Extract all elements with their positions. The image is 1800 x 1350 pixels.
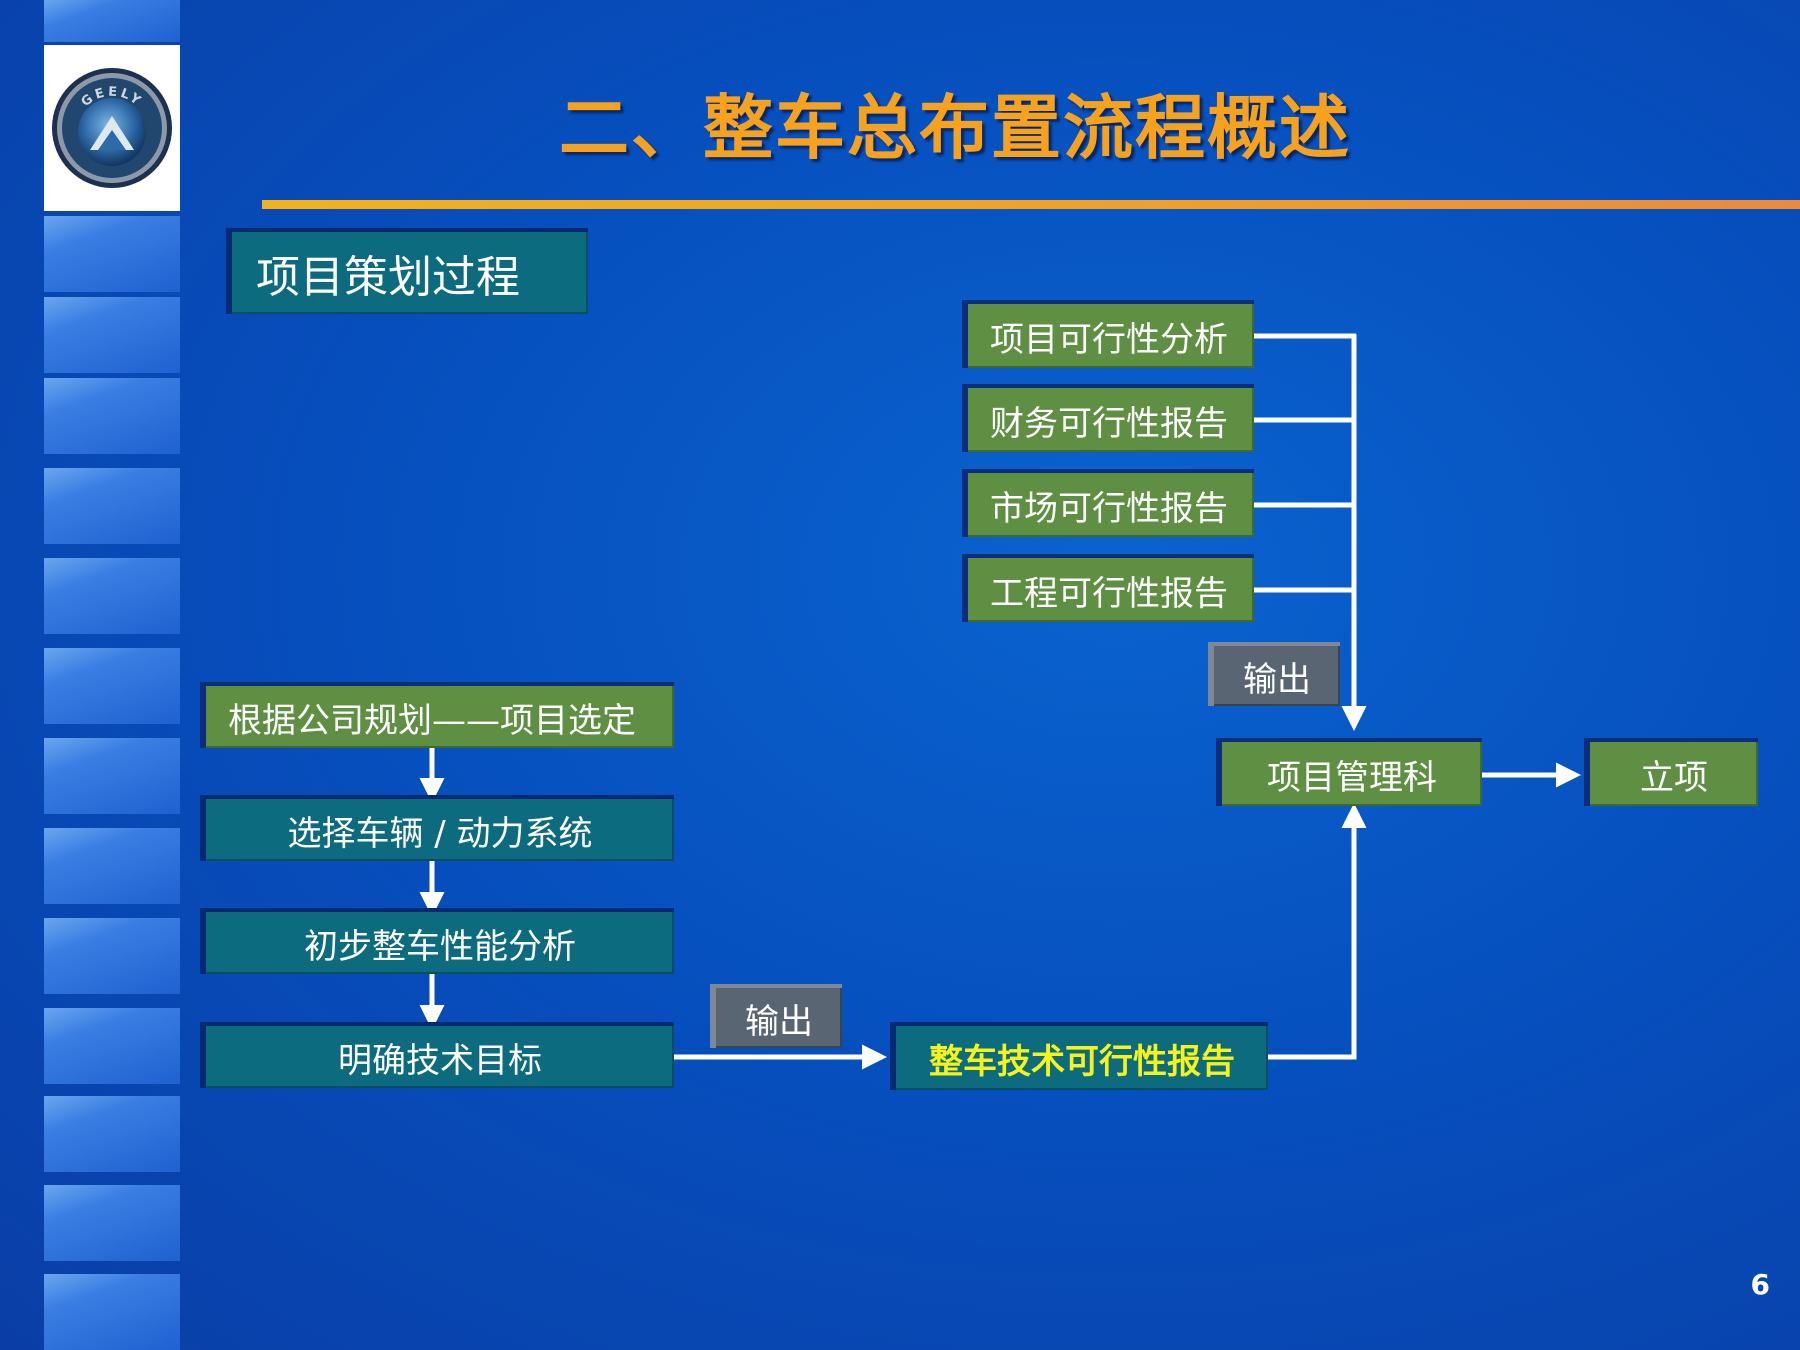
sidebar-tile [44,1274,180,1350]
feasibility-item: 工程可行性报告 [962,554,1254,622]
output-label-bottom: 输出 [710,984,842,1048]
process-step: 根据公司规划——项目选定 [200,682,674,748]
sidebar-tile [44,378,180,454]
process-step: 明确技术目标 [200,1022,674,1088]
sidebar-tile [44,216,180,292]
section-label: 项目策划过程 [226,228,588,314]
sidebar-tile [44,1008,180,1084]
page-title: 二、整车总布置流程概述 [559,87,1351,169]
feasibility-item: 项目可行性分析 [962,300,1254,368]
sidebar-tile [44,297,180,373]
sidebar-tile [44,558,180,634]
sidebar-tile [44,918,180,994]
logo-panel: GEELY [44,45,180,211]
sidebar-tile [44,828,180,904]
sidebar-tile [44,1096,180,1172]
sidebar-tile [44,648,180,724]
management-box: 项目管理科 [1216,738,1482,806]
geely-logo: GEELY [52,68,172,188]
sidebar-decoration [44,0,180,1350]
sidebar-tile [44,468,180,544]
process-step: 初步整车性能分析 [200,908,674,974]
report-box: 整车技术可行性报告 [890,1022,1268,1090]
sidebar-tile [44,738,180,814]
sidebar-tile [44,1185,180,1261]
process-step: 选择车辆 / 动力系统 [200,795,674,861]
title-underline [262,200,1800,209]
output-label-top: 输出 [1208,642,1340,706]
feasibility-item: 财务可行性报告 [962,384,1254,452]
arrow-report-to-management [1268,803,1367,1060]
feasibility-item: 市场可行性报告 [962,469,1254,537]
page-number: 6 [1750,1268,1770,1301]
sidebar-tile [44,0,180,42]
approval-box: 立项 [1584,738,1758,806]
